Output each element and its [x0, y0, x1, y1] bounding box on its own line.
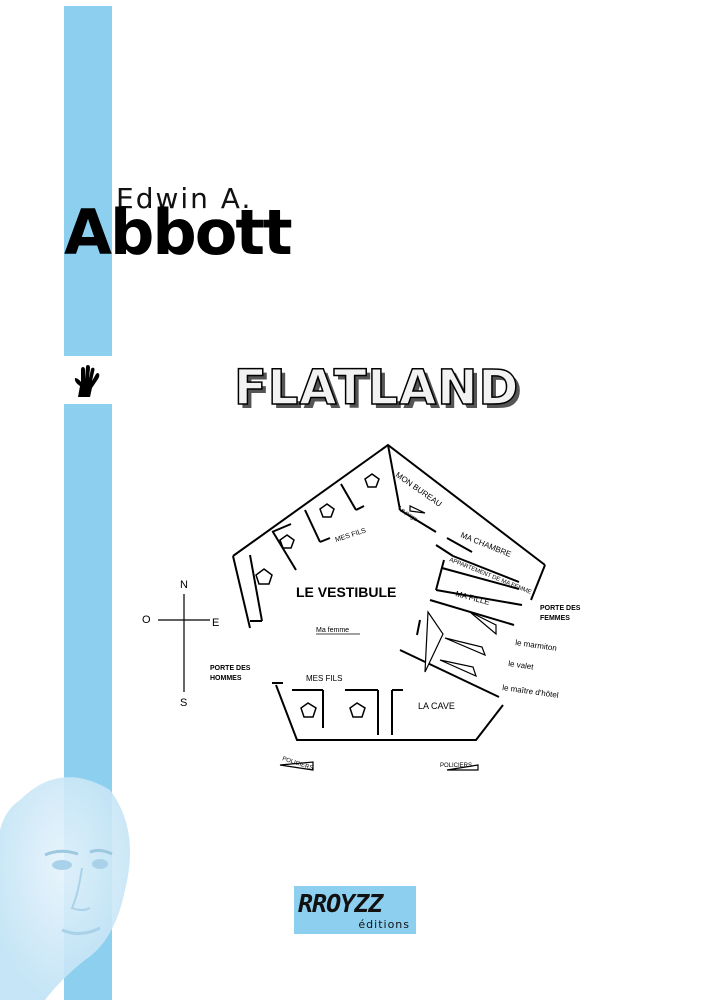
floor-plan-diagram: N S E O LE VESTIBULE Ma femme MES FILS M…	[142, 443, 581, 772]
triangle-figures	[279, 505, 497, 771]
door-men-2: HOMMES	[210, 675, 242, 682]
room-vestibule: LE VESTIBULE	[296, 584, 396, 600]
label-ma-femme: Ma femme	[316, 627, 349, 634]
hand-icon	[74, 365, 100, 397]
staff-maitre: le maître d'hôtel	[502, 683, 560, 700]
compass-lines	[158, 594, 210, 692]
plan-walls	[232, 443, 546, 741]
author-first-name: Edwin A.	[116, 182, 253, 215]
room-fille: MA FILLE	[454, 589, 490, 607]
staff-marmiton: le marmiton	[515, 638, 558, 653]
police-right: POLICIERS	[440, 763, 472, 769]
publisher-logo: RROYZZ éditions	[294, 886, 416, 934]
title-text: FLATLAND	[234, 360, 519, 416]
staff-valet: le valet	[508, 659, 535, 672]
compass-east: E	[212, 617, 219, 629]
pentagon-figures	[255, 473, 380, 718]
publisher-name: RROYZZ	[298, 889, 383, 918]
side-band-top	[64, 6, 112, 356]
face-illustration	[0, 777, 130, 1000]
compass-south: S	[180, 697, 187, 709]
room-fils-bottom: MES FILS	[306, 674, 342, 683]
author-last-name: Abbott	[64, 196, 293, 269]
title-shadow: FLATLAND	[238, 364, 523, 420]
door-women-1: PORTE DES	[540, 605, 581, 612]
room-cave: LA CAVE	[418, 701, 455, 711]
compass-west: O	[142, 614, 151, 626]
door-men-1: PORTE DES	[210, 665, 251, 672]
door-women-2: FEMMES	[540, 615, 570, 622]
room-fils-top: MES FILS	[334, 527, 367, 544]
publisher-subtitle: éditions	[358, 918, 410, 931]
compass-north: N	[180, 579, 188, 591]
book-title: FLATLAND FLATLAND	[233, 359, 523, 420]
room-bureau: MON BUREAU	[394, 470, 444, 509]
